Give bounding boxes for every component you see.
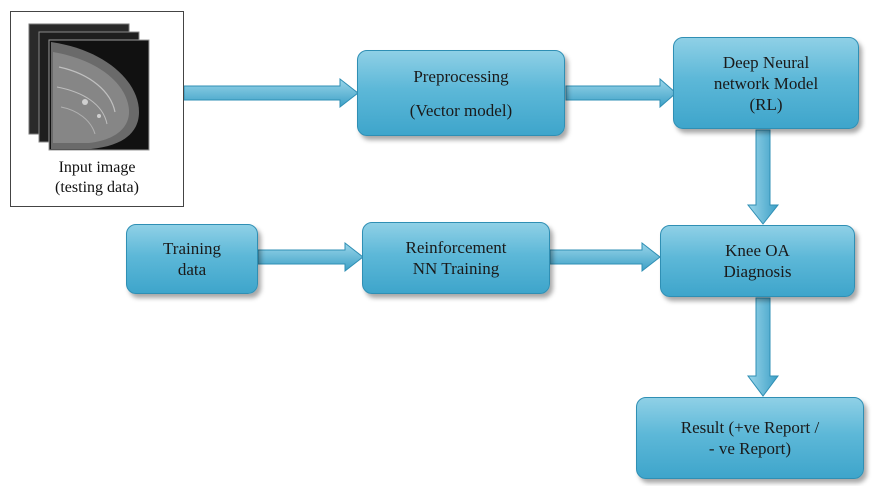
preprocessing-line1: Preprocessing bbox=[413, 66, 509, 86]
dnn-model-box: Deep Neural network Model (RL) bbox=[673, 37, 859, 129]
arrow-preprocessing-to-dnn bbox=[565, 77, 677, 109]
reinforcement-line1: Reinforcement bbox=[405, 238, 507, 257]
arrow-diagnosis-to-result bbox=[747, 297, 779, 397]
result-line2: - ve Report) bbox=[708, 439, 792, 458]
input-image-panel: Input image (testing data) bbox=[10, 11, 184, 207]
arrow-training-to-reinforcement bbox=[257, 241, 364, 273]
reinforcement-line2: NN Training bbox=[412, 259, 500, 278]
dnn-line3: (RL) bbox=[749, 94, 783, 114]
result-line1: Result (+ve Report / bbox=[680, 418, 820, 437]
dnn-line1: Deep Neural bbox=[722, 52, 810, 72]
training-line2: data bbox=[177, 260, 207, 279]
result-box: Result (+ve Report / - ve Report) bbox=[636, 397, 864, 479]
input-caption-line1: Input image bbox=[58, 159, 136, 176]
mammogram-stack-icon bbox=[28, 23, 150, 151]
preprocessing-line2: (Vector model) bbox=[409, 100, 513, 120]
arrow-input-to-preprocessing bbox=[183, 77, 359, 109]
training-line1: Training bbox=[163, 239, 221, 258]
knee-oa-diagnosis-box: Knee OA Diagnosis bbox=[660, 225, 855, 297]
input-image-caption: Input image (testing data) bbox=[11, 158, 183, 198]
diagnosis-line2: Diagnosis bbox=[723, 262, 792, 281]
input-caption-line2: (testing data) bbox=[55, 179, 139, 196]
dnn-line2: network Model bbox=[713, 73, 819, 93]
arrow-reinforcement-to-diagnosis bbox=[549, 241, 661, 273]
preprocessing-box: Preprocessing (Vector model) bbox=[357, 50, 565, 136]
diagnosis-line1: Knee OA bbox=[725, 241, 790, 260]
training-data-box: Training data bbox=[126, 224, 258, 294]
reinforcement-training-box: Reinforcement NN Training bbox=[362, 222, 550, 294]
arrow-dnn-to-diagnosis bbox=[746, 129, 780, 225]
